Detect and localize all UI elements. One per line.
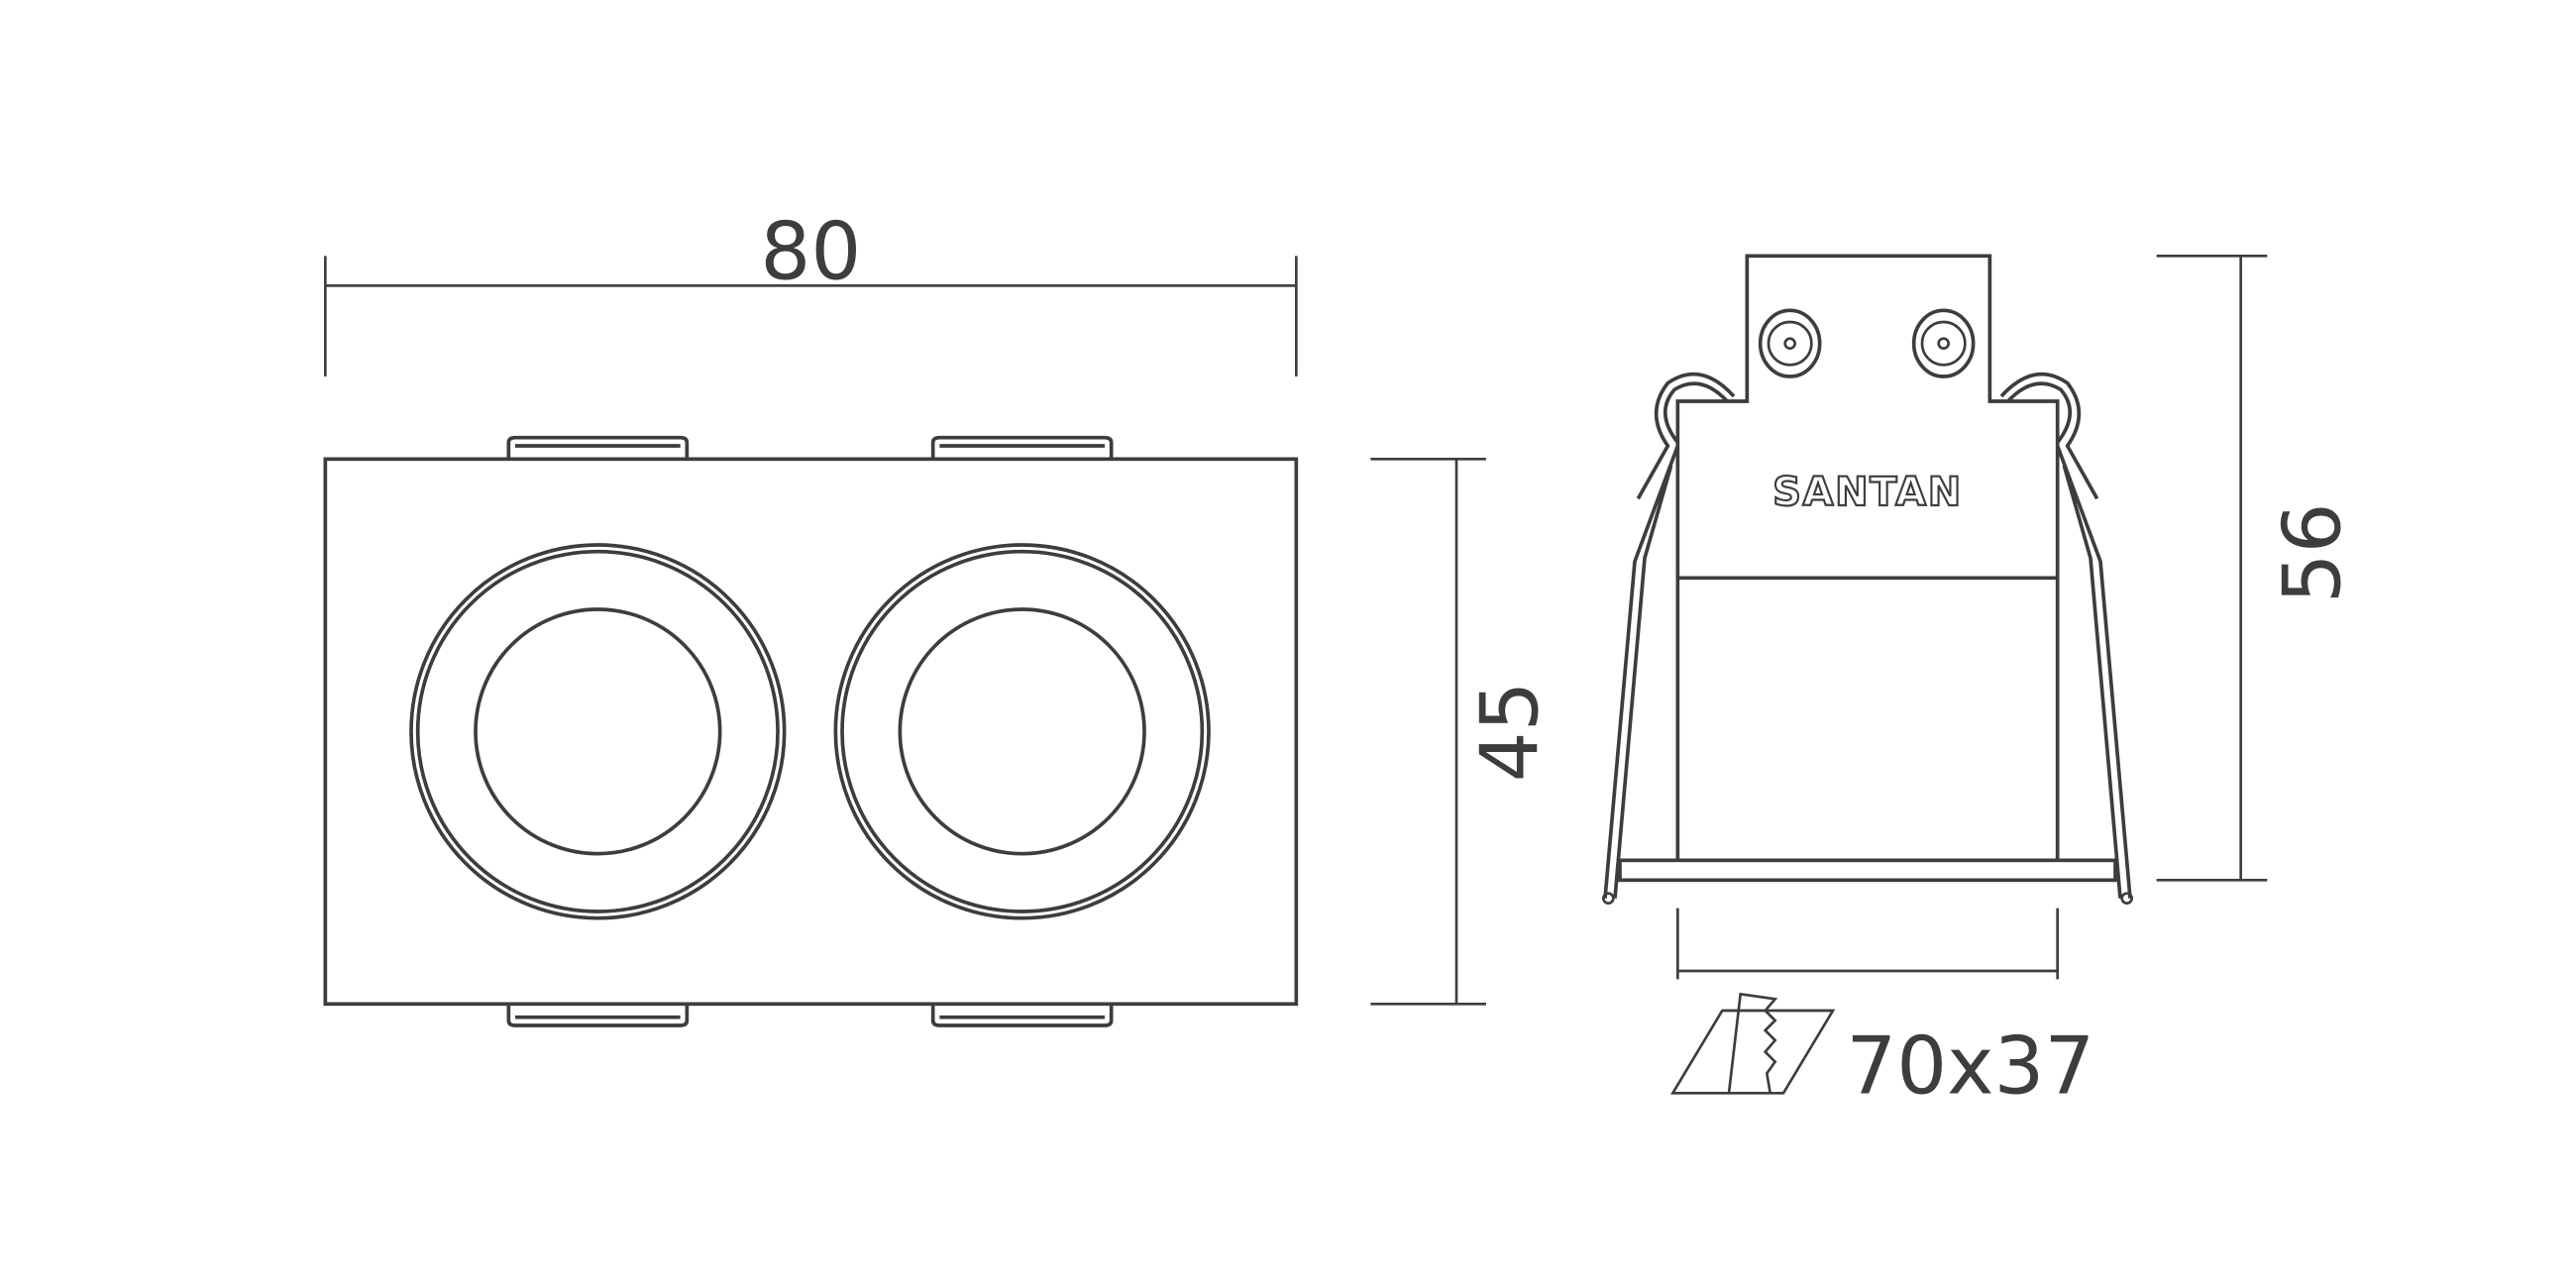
screw-icon	[1911, 308, 1976, 378]
brand-logo: SANTAN	[1772, 470, 1963, 515]
frame-rectangle	[323, 457, 1299, 1007]
side-view: SANTAN 56 70x37	[1602, 254, 2359, 1112]
screw-icon	[1758, 308, 1822, 378]
saw-cutout-icon	[1669, 992, 1836, 1095]
depth-label: 56	[2267, 502, 2359, 603]
spring-right	[1999, 372, 2134, 906]
lamp-right	[833, 543, 1211, 920]
spring-clips-top	[506, 435, 1114, 460]
driver-housing	[1675, 254, 2060, 859]
width-label: 80	[760, 206, 861, 298]
bottom-flange	[1618, 858, 2117, 883]
spring-clips-bottom	[506, 1004, 1114, 1027]
spring-left	[1602, 372, 1736, 906]
lamp-left	[409, 543, 787, 920]
cutout-label: 70x37	[1846, 1020, 2094, 1112]
height-label: 45	[1464, 681, 1556, 782]
front-view: 80 45	[323, 206, 1556, 1027]
